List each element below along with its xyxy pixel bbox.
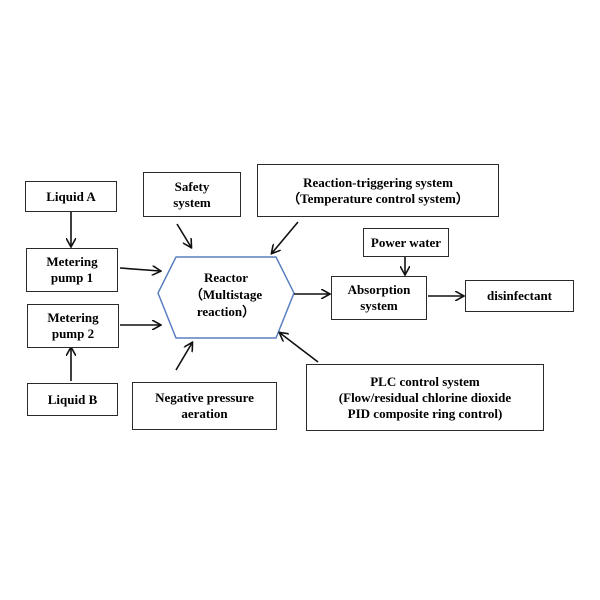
absorption-system-box: Absorption system [331, 276, 427, 320]
arrow-plc-to-reactor [280, 333, 319, 363]
reaction-triggering-system-box: Reaction-triggering system （Temperature … [257, 164, 499, 217]
plc-control-system-box: PLC control system (Flow/residual chlori… [306, 364, 544, 431]
metering-pump-1-box: Metering pump 1 [26, 248, 118, 292]
negative-pressure-aeration-box: Negative pressure aeration [132, 382, 277, 430]
metering-pump-2-box: Metering pump 2 [27, 304, 119, 348]
arrow-aeration-to-reactor [175, 343, 192, 371]
reactor-label: Reactor （Multistage reaction） [189, 269, 263, 319]
liquid-a-box: Liquid A [25, 181, 117, 212]
liquid-b-box: Liquid B [27, 383, 118, 416]
disinfectant-box: disinfectant [465, 280, 574, 312]
reactor-hexagon [157, 256, 295, 339]
arrow-pump-1-to-reactor [119, 268, 160, 271]
power-water-box: Power water [363, 228, 449, 257]
arrow-safety-to-reactor [176, 223, 191, 247]
arrow-triggering-to-reactor [272, 221, 299, 253]
safety-system-box: Safety system [143, 172, 241, 217]
